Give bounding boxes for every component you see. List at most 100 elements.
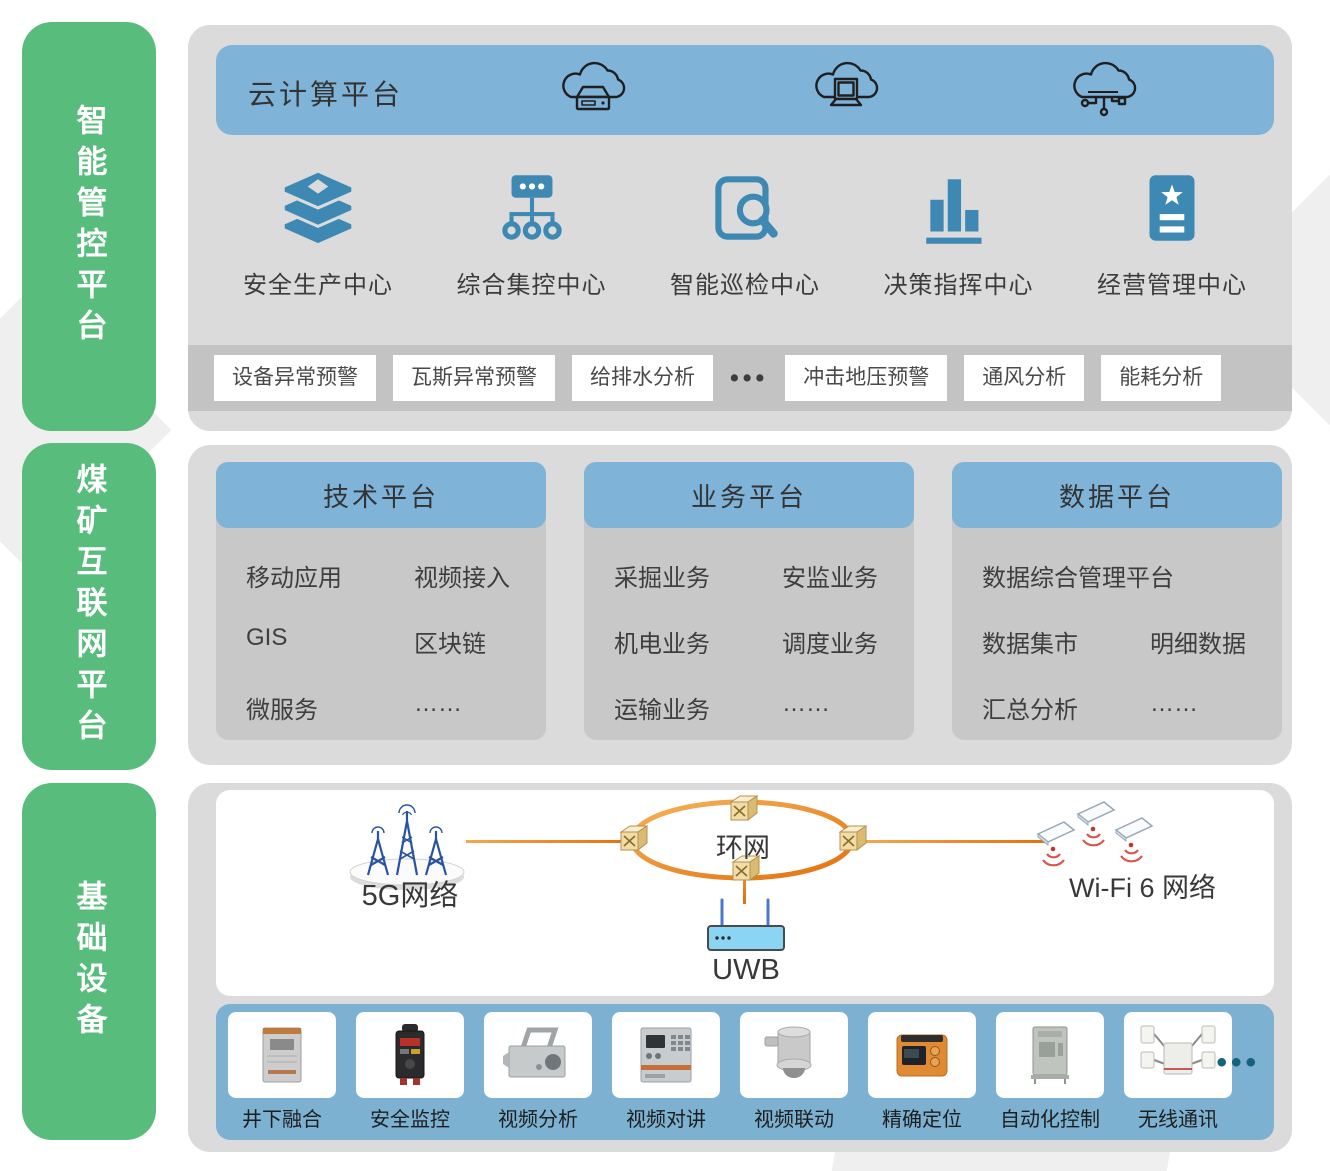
platform-item: 数据集市	[982, 631, 1078, 658]
card-row: 数据集市 明细数据	[952, 624, 1282, 658]
section-intelligent-platform: 云计算平台	[188, 25, 1292, 431]
center-label: 综合集控中心	[456, 272, 607, 299]
platform-item: ……	[782, 690, 830, 717]
device-label: 安全监控	[370, 1109, 450, 1131]
video-analysis-device-icon	[503, 1027, 566, 1078]
card-title: 业务平台	[584, 462, 914, 528]
center-label: 经营管理中心	[1097, 272, 1247, 299]
center-label: 决策指挥中心	[883, 272, 1034, 299]
platform-item: GIS	[246, 624, 288, 651]
automation-control-device-icon	[1031, 1026, 1069, 1084]
device-video-analysis: 视频分析	[484, 1012, 592, 1132]
network-diagram-panel: 5G网络	[216, 790, 1274, 996]
device-underground-fusion: 井下融合	[228, 1012, 336, 1132]
center-label: 智能巡检中心	[670, 272, 820, 299]
underground-fusion-device-icon	[262, 1027, 302, 1083]
card-row: 运输业务 ……	[584, 690, 914, 724]
device-video-linkage: 视频联动	[740, 1012, 848, 1132]
ring-network-label: 环网	[716, 833, 770, 863]
alert-chip: 通风分析	[964, 355, 1085, 401]
alert-strip: 设备异常预警 瓦斯异常预警 给排水分析 ••• 冲击地压预警 通风分析 能耗分析	[188, 345, 1292, 411]
precise-positioning-device-icon	[896, 1034, 948, 1077]
inspection-search-icon	[715, 176, 778, 240]
wifi-network-label: Wi-Fi 6 网络	[1069, 873, 1216, 903]
sidebar-label-mine-internet-platform: 煤矿互联网平台	[22, 443, 156, 770]
5g-network-label: 5G网络	[361, 880, 459, 912]
uwb-router-icon	[707, 898, 785, 951]
platform-item: ……	[414, 690, 462, 717]
device-label: 无线通讯	[1138, 1109, 1218, 1131]
platform-item: 运输业务	[614, 697, 710, 724]
device-photo	[740, 1012, 848, 1098]
device-safety-monitoring: 安全监控	[356, 1012, 464, 1132]
cloud-platform-header: 云计算平台	[216, 45, 1274, 135]
cloud-workstation-icon	[815, 61, 879, 107]
video-linkage-device-icon	[764, 1026, 812, 1078]
wireless-communication-device-icon	[1140, 1025, 1216, 1075]
card-title: 数据平台	[952, 462, 1282, 528]
platform-item: 调度业务	[782, 631, 878, 658]
safety-monitor-device-icon	[395, 1024, 425, 1085]
fiber-line-left	[466, 840, 629, 843]
center-safety-production: 安全生产中心	[216, 167, 420, 300]
cloud-server-icon	[562, 61, 626, 111]
center-integrated-control: 综合集控中心	[430, 167, 634, 300]
cloud-platform-title: 云计算平台	[248, 79, 404, 110]
cloud-network-icon	[1073, 61, 1137, 117]
device-video-intercom: 视频对讲	[612, 1012, 720, 1132]
certificate-icon	[1149, 175, 1195, 241]
card-title: 技术平台	[216, 462, 546, 528]
device-label: 井下融合	[242, 1109, 322, 1131]
device-wireless-communication: 无线通讯	[1124, 1012, 1232, 1132]
sidebar-label-text: 基础设备	[71, 879, 107, 1044]
device-photo	[868, 1012, 976, 1098]
alert-chip: 给排水分析	[572, 355, 713, 401]
alert-chip: 设备异常预警	[214, 355, 376, 401]
card-row: 采掘业务 安监业务	[584, 558, 914, 592]
device-photo	[1124, 1012, 1232, 1098]
card-row: 汇总分析 ……	[952, 690, 1282, 724]
card-technology-platform: 技术平台 移动应用 视频接入 GIS 区块链 微服务 ……	[216, 462, 546, 740]
center-business-management: 经营管理中心	[1070, 167, 1274, 300]
device-photo	[612, 1012, 720, 1098]
uwb-label: UWB	[712, 954, 780, 986]
alert-chip: 瓦斯异常预警	[393, 355, 555, 401]
card-body: 数据综合管理平台 数据集市 明细数据 汇总分析 ……	[952, 528, 1282, 724]
books-stack-icon	[281, 169, 355, 247]
center-decision-command: 决策指挥中心	[857, 167, 1061, 300]
card-body: 移动应用 视频接入 GIS 区块链 微服务 ……	[216, 528, 546, 724]
center-label: 安全生产中心	[243, 272, 393, 299]
platform-item: ……	[1150, 690, 1198, 717]
center-smart-inspection: 智能巡检中心	[643, 167, 847, 300]
card-row: 移动应用 视频接入	[216, 558, 546, 592]
fiber-line-right	[862, 840, 1048, 843]
alert-chip: 能耗分析	[1101, 355, 1222, 401]
wifi-aps-icon	[1036, 801, 1154, 867]
platform-item: 明细数据	[1150, 631, 1246, 658]
card-body: 采掘业务 安监业务 机电业务 调度业务 运输业务 ……	[584, 528, 914, 724]
device-label: 视频分析	[498, 1109, 578, 1131]
device-photo	[228, 1012, 336, 1098]
platform-item: 机电业务	[614, 631, 710, 658]
platform-item: 视频接入	[414, 565, 510, 592]
sidebar-label-intelligent-platform: 智能管控平台	[22, 22, 156, 431]
card-row: 微服务 ……	[216, 690, 546, 724]
5g-towers-icon	[349, 804, 465, 890]
device-label: 自动化控制	[1000, 1109, 1100, 1131]
card-row: GIS 区块链	[216, 624, 546, 658]
video-intercom-device-icon	[640, 1027, 692, 1083]
platform-item: 区块链	[414, 631, 486, 658]
device-automation-control: 自动化控制	[996, 1012, 1104, 1132]
ellipsis-dots: •••	[1216, 1046, 1260, 1079]
topology-icon	[501, 175, 562, 240]
device-photo	[356, 1012, 464, 1098]
platform-item: 安监业务	[782, 565, 878, 592]
bar-chart-icon	[925, 179, 982, 244]
sidebar-label-text: 煤矿互联网平台	[71, 463, 107, 750]
platform-item: 微服务	[246, 697, 318, 724]
card-business-platform: 业务平台 采掘业务 安监业务 机电业务 调度业务 运输业务 ……	[584, 462, 914, 740]
card-row: 数据综合管理平台	[952, 558, 1282, 592]
ellipsis-dots: •••	[730, 363, 769, 392]
alert-chip: 冲击地压预警	[785, 355, 948, 401]
